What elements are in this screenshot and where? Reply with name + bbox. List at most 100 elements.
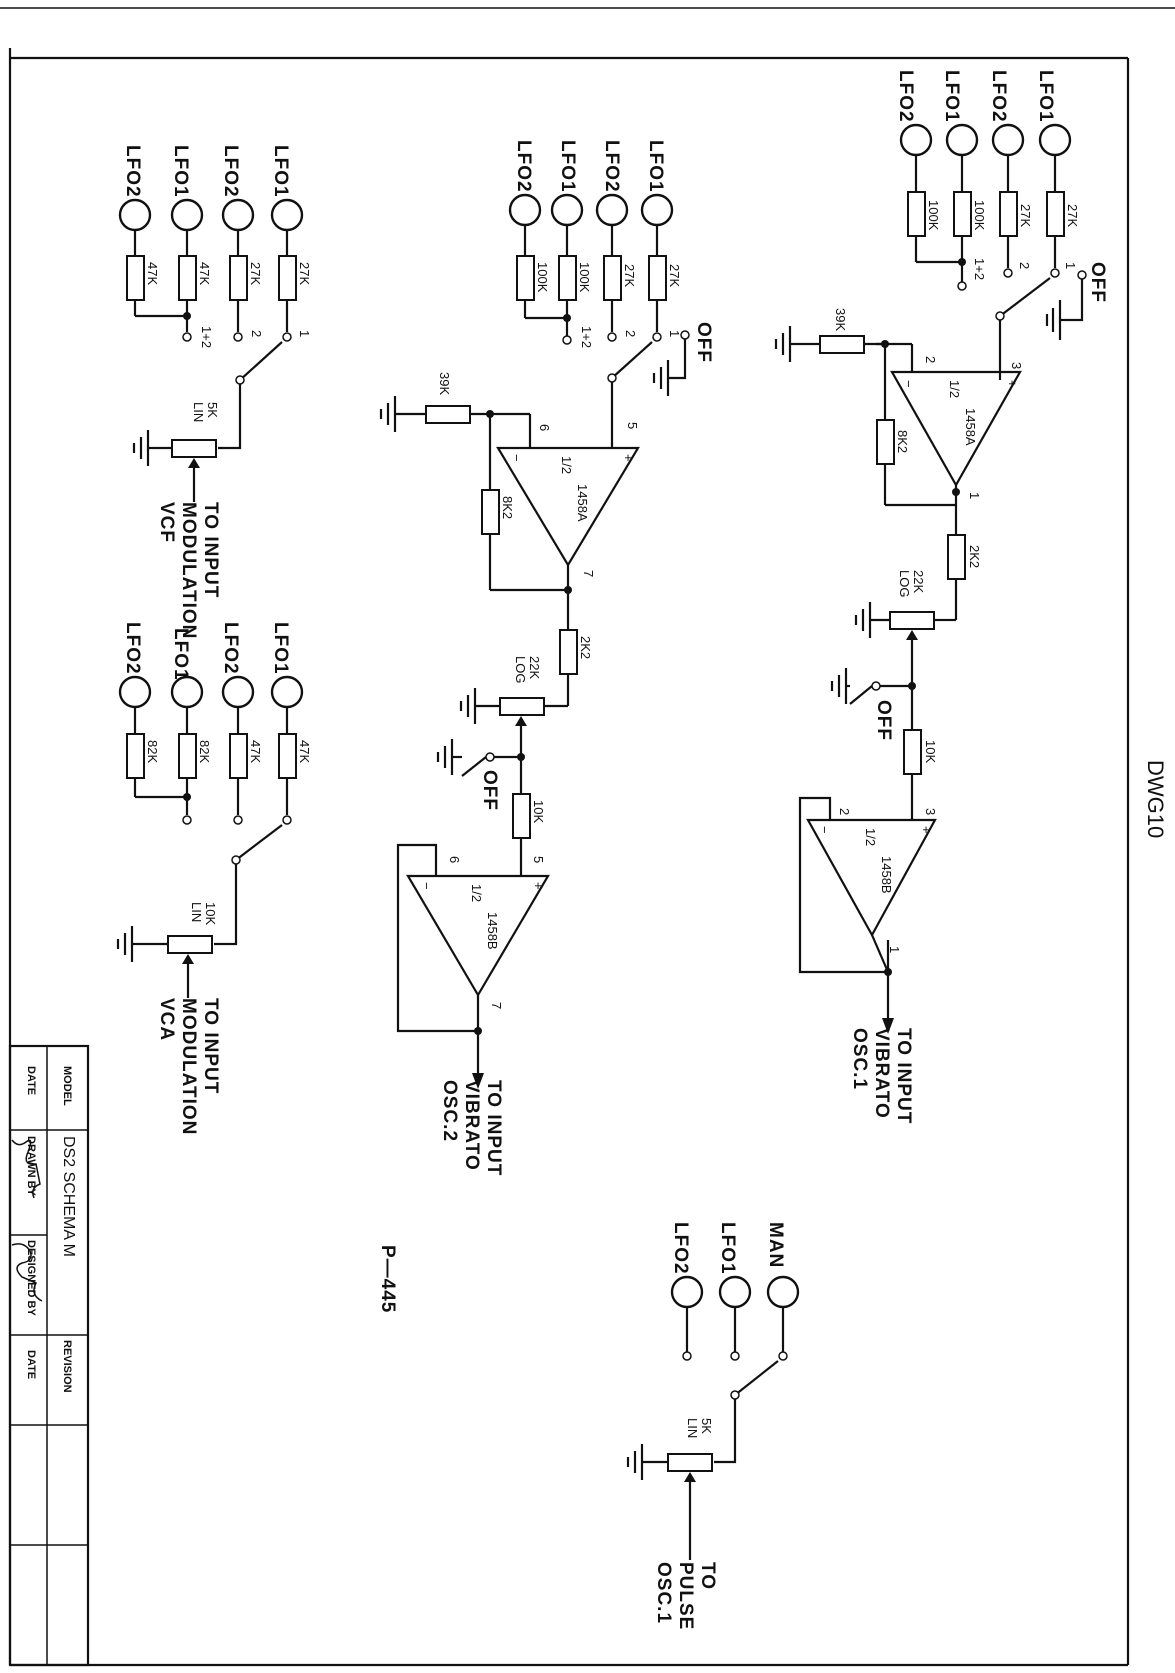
opamp-plus: + [621, 454, 636, 462]
resistor-value: 100K [577, 262, 592, 293]
jack-lfo1 [1038, 123, 1072, 157]
jack-label-lfo2: LFO2 [122, 145, 143, 198]
selector-switch [999, 277, 1051, 317]
pot-value: 5K [699, 1418, 714, 1434]
opamp-label: 1458B [485, 912, 500, 950]
jack-lfo1 [270, 198, 304, 232]
opamp-pin: 1 [967, 492, 982, 499]
resistor-value: 27K [622, 264, 637, 287]
resistor [178, 733, 197, 779]
selector-switch [239, 341, 283, 381]
resistor [558, 255, 577, 301]
sheet-frame [0, 7, 1175, 1667]
switch-pos: 2 [623, 330, 638, 337]
resistor [512, 793, 531, 839]
off-switch [461, 756, 487, 777]
output-label: OSC.1 [849, 1028, 870, 1090]
switch-pos: 1 [667, 330, 682, 337]
switch-pos: 1+2 [972, 258, 987, 280]
jack-lfo2 [670, 1275, 704, 1309]
output-label: OSC.2 [439, 1080, 460, 1142]
jack-lfo2 [899, 123, 933, 157]
jack-label-lfo1: LFO1 [170, 628, 191, 681]
pot-type: LIN [189, 902, 204, 922]
output-label: TO INPUT [483, 1080, 504, 1176]
jack-label-lfo2: LFO2 [670, 1222, 691, 1275]
opamp-half: 1/2 [559, 456, 574, 474]
circuit-modulation-vcf: LFO1 LFO2 LFO1 LFO2 27K 27K 47K 47K 1 2 … [118, 145, 312, 639]
opamp-plus: + [531, 882, 546, 890]
resistor-value: 2K2 [578, 636, 593, 659]
jack-label-lfo1: LFO1 [941, 70, 962, 123]
resistor [947, 534, 966, 580]
switch-terminal [562, 335, 572, 345]
resistor-value: 8K2 [500, 496, 515, 519]
output-label: TO INPUT [200, 998, 221, 1094]
resistor-value: 82K [197, 740, 212, 763]
resistor-value: 47K [145, 262, 160, 285]
opamp-plus: + [1005, 380, 1020, 388]
off-label: OFF [479, 770, 500, 811]
switch-terminal [778, 1351, 788, 1361]
jack-label-lfo2: LFO2 [220, 622, 241, 675]
resistor-value: 47K [197, 262, 212, 285]
resistor-value: 100K [926, 200, 941, 231]
switch-terminal [1003, 268, 1013, 278]
switch-terminal [682, 1351, 692, 1361]
switch-pos: 1+2 [199, 326, 214, 348]
opamp-1458a [496, 446, 640, 568]
switch-pos: 1+2 [579, 326, 594, 348]
switch-terminal [957, 281, 967, 291]
potentiometer [889, 611, 935, 630]
resistor-value: 8K2 [895, 430, 910, 453]
switch-terminal [182, 332, 192, 342]
switch-terminal [1077, 270, 1087, 280]
resistor [126, 733, 145, 779]
opamp-half: 1/2 [863, 828, 878, 846]
jack-label-lfo1: LFO1 [270, 145, 291, 198]
potentiometer [499, 697, 545, 716]
output-label: PULSE [675, 1562, 696, 1630]
opamp-pin: 3 [923, 808, 938, 815]
selector-switch [611, 341, 653, 379]
resistor [648, 255, 667, 301]
potentiometer [171, 439, 217, 458]
opamp-minus: − [817, 826, 832, 834]
opamp-pin: 7 [581, 570, 596, 577]
resistor [999, 191, 1018, 237]
jack-label-lfo2: LFO2 [601, 140, 622, 193]
jack-label-lfo2: LFO2 [895, 70, 916, 123]
circuit-pulse-osc1: MAN LFO1 LFO2 5K LIN TO PULSE OSC.1 [626, 1222, 800, 1630]
designed-by-signature [11, 1243, 43, 1302]
switch-terminal [282, 815, 292, 825]
jack-man [766, 1275, 800, 1309]
resistor [229, 255, 248, 301]
output-label: VCA [156, 998, 177, 1041]
off-label: OFF [1087, 262, 1108, 303]
switch-pos: 1 [1063, 262, 1078, 269]
opamp-pin: 5 [531, 856, 546, 863]
jack-label-lfo2: LFO2 [988, 70, 1009, 123]
opamp-pin: 5 [625, 422, 640, 429]
jack-lfo2 [118, 198, 152, 232]
opamp-label: 1458A [963, 408, 978, 446]
jack-label-lfo1: LFO1 [270, 622, 291, 675]
model-value: DS2 SCHEMA M [60, 1136, 77, 1257]
off-label: OFF [693, 322, 714, 363]
opamp-pin: 2 [837, 808, 852, 815]
jack-lfo1 [640, 193, 674, 227]
jack-lfo1 [170, 675, 204, 709]
switch-terminal [182, 815, 192, 825]
resistor [516, 255, 535, 301]
resistor-value: 39K [833, 308, 848, 331]
revision-label: REVISION [61, 1340, 73, 1393]
switch-pos: 2 [249, 330, 264, 337]
resistor-value: 82K [145, 740, 160, 763]
resistor-value: 100K [972, 200, 987, 231]
jack-label-lfo1: LFO1 [557, 140, 578, 193]
off-label: OFF [873, 700, 894, 741]
resistor-value: 47K [248, 740, 263, 763]
resistor-value: 27K [248, 262, 263, 285]
jack-label-lfo2: LFO2 [220, 145, 241, 198]
jack-label-lfo1: LFO1 [170, 145, 191, 198]
